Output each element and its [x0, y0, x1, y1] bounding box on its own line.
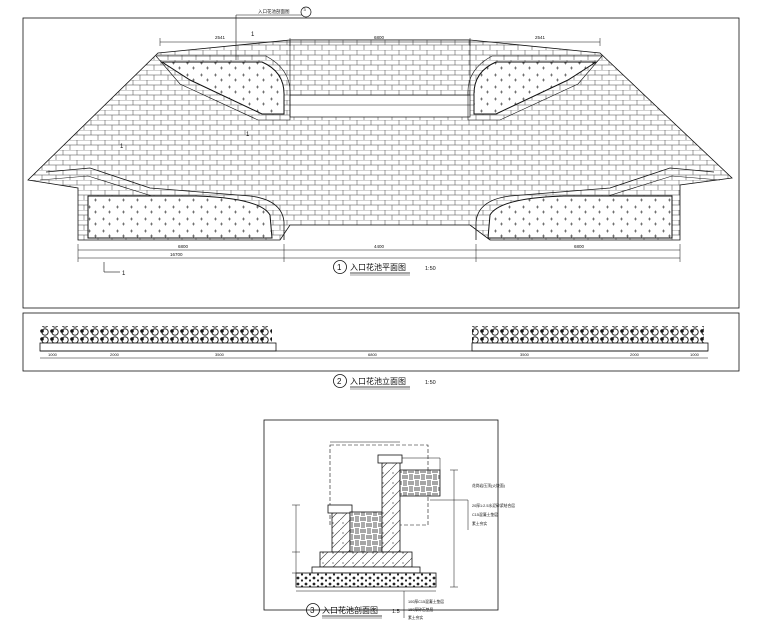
- elevation-dim-5: 3500: [520, 352, 530, 357]
- plan-top-dim-left: 2541: [215, 35, 226, 40]
- section-note-bottom-1: 100厚C15混凝土垫层: [408, 599, 444, 604]
- section-title: 入口花池剖面图: [322, 605, 378, 615]
- elevation-number: 2: [337, 377, 342, 386]
- plan-callout-num: 3: [304, 7, 307, 12]
- planter-upper-right: [473, 61, 598, 115]
- elevation-title-block: 2 入口花池立面图 1:50: [333, 374, 436, 390]
- section-note-right-4: 素土夯实: [472, 521, 487, 526]
- elevation-dim-1: 1000: [48, 352, 58, 357]
- section-planting-core: [349, 511, 383, 553]
- section-gravel-bed: [295, 572, 437, 588]
- section-number: 3: [310, 606, 315, 615]
- plan-mark-left: 1: [251, 32, 255, 38]
- plan-bottom-dimensions: 6800 4400 6800 16700 1: [77, 244, 681, 277]
- elevation-dim-6: 2000: [630, 352, 640, 357]
- plan-view: 2541 6800 2541 入口花池剖面图 3 1 1 1 6800 4400…: [22, 6, 740, 309]
- elevation-dim-2: 2000: [110, 352, 120, 357]
- elevation-dim-3: 3500: [215, 352, 225, 357]
- section-wall-right: [381, 461, 401, 553]
- plan-bottom-dim-center: 4400: [374, 244, 385, 249]
- elevation-shrubs-left: [40, 326, 272, 343]
- plan-scale: 1:50: [425, 266, 436, 272]
- plan-title-block: 1 入口花池平面图 1:50: [333, 260, 436, 276]
- section-scale: 1:5: [392, 609, 400, 615]
- plan-bottom-dim-left: 6800: [178, 244, 189, 249]
- plan-number: 1: [337, 263, 342, 272]
- section-base-slab: [311, 566, 421, 574]
- plan-top-dim-right: 2541: [535, 35, 546, 40]
- planter-upper-left: [160, 61, 285, 115]
- plan-mark-bottom: 1: [122, 271, 126, 277]
- planter-lower-left: [87, 195, 273, 239]
- section-view: 花岗岩压顶(火烧面) 20厚1:2.5水泥砂浆结合层 C15混凝土垫层 素土夯实…: [263, 419, 515, 620]
- plan-center-strip: [289, 94, 471, 118]
- plan-bottom-total: 16700: [170, 252, 183, 257]
- section-footing: [319, 551, 413, 568]
- elevation-dim-7: 1000: [690, 352, 700, 357]
- elevation-frame: [22, 312, 740, 372]
- section-wall-left: [331, 511, 351, 553]
- elevation-title: 入口花池立面图: [350, 376, 406, 386]
- section-title-block: 3 入口花池剖面图 1:5: [306, 603, 400, 619]
- elevation-dimensions: 1000 2000 3500 6800 3500 2000 1000: [40, 352, 708, 359]
- plan-paving: [27, 39, 733, 241]
- plan-frame: [22, 17, 740, 309]
- section-note-bottom-3: 素土夯实: [408, 615, 423, 620]
- plan-section-callout: 入口花池剖面图 3 1 1 1: [120, 6, 312, 150]
- elevation-scale: 1:50: [425, 380, 436, 386]
- section-frame: [263, 419, 499, 611]
- plan-bottom-dim-right: 6800: [574, 244, 585, 249]
- plan-top-dimensions: 2541 6800 2541: [159, 35, 601, 46]
- plan-mark-left-lower: 1: [120, 144, 124, 150]
- plan-mark-center: 1: [246, 132, 250, 138]
- section-note-right-3: C15混凝土垫层: [472, 512, 498, 517]
- section-note-bottom-2: 150厚碎石垫层: [408, 607, 434, 612]
- section-note-right-2: 20厚1:2.5水泥砂浆结合层: [472, 503, 515, 508]
- elevation-shrubs-right: [472, 326, 704, 343]
- section-note-right-1: 花岗岩压顶(火烧面): [472, 483, 506, 488]
- elevation-wall-left: [39, 342, 277, 352]
- plan-callout-title: 入口花池剖面图: [258, 8, 290, 15]
- planter-lower-right: [487, 195, 673, 239]
- plan-top-dim-center: 6800: [374, 35, 385, 40]
- elevation-dim-4: 6800: [368, 352, 378, 357]
- section-paving-right: [399, 469, 441, 497]
- plan-center-gap-top: [289, 39, 471, 96]
- elevation-view: 1000 2000 3500 6800 3500 2000 1000 2 入口花…: [22, 312, 740, 390]
- plan-title: 入口花池平面图: [350, 262, 406, 272]
- elevation-wall-right: [471, 342, 709, 352]
